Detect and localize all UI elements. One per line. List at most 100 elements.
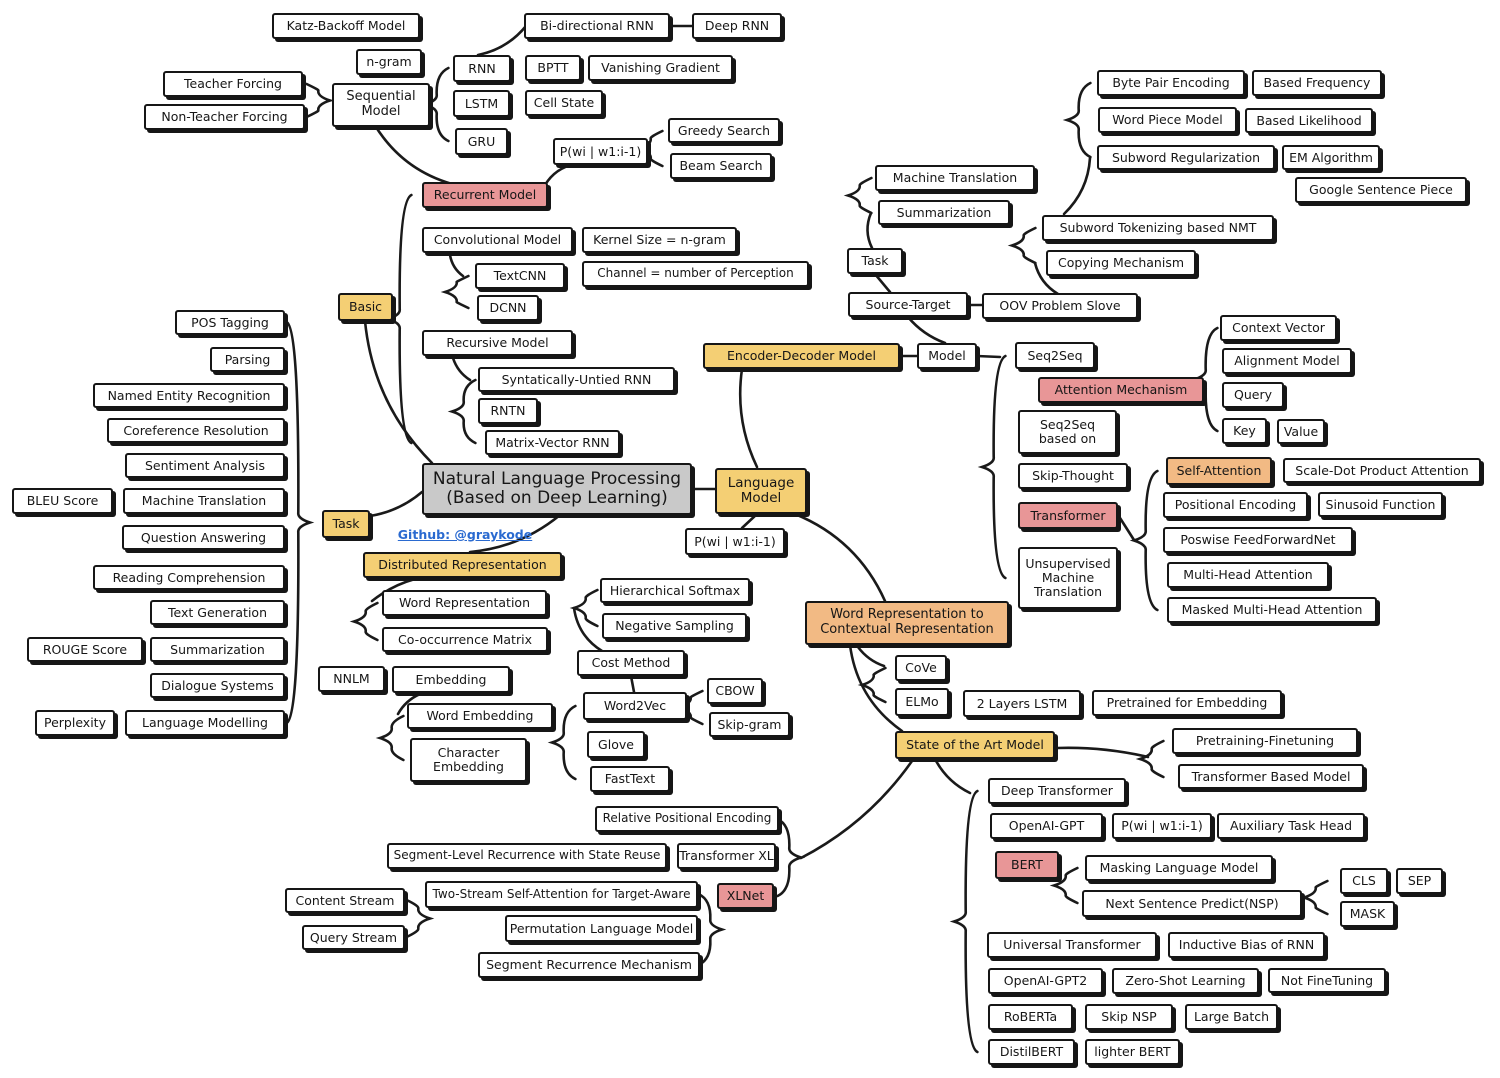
transformer-xl-node: Transformer XL xyxy=(677,843,776,869)
openai-gpt2-node: OpenAI-GPT2 xyxy=(988,968,1103,994)
co-occurrence-matrix-node: Co-occurrence Matrix xyxy=(382,627,548,652)
curve-connector xyxy=(451,356,472,382)
brace-connector xyxy=(697,892,727,967)
machine-translation-right-node: Machine Translation xyxy=(875,165,1035,191)
key-node: Key xyxy=(1222,418,1267,444)
recursive-model-node: Recursive Model xyxy=(422,330,573,356)
language-modelling-node: Language Modelling xyxy=(125,710,285,736)
p-wi-top-node: P(wi | w1:i-1) xyxy=(553,138,648,165)
lighter-bert-node: lighter BERT xyxy=(1085,1039,1180,1065)
curve-connector xyxy=(866,211,874,250)
channel-node: Channel = number of Perception xyxy=(582,261,809,287)
curve-connector xyxy=(975,354,1002,359)
query-node: Query xyxy=(1222,382,1284,408)
deep-rnn-node: Deep RNN xyxy=(692,13,782,39)
mask-node: MASK xyxy=(1340,901,1395,927)
next-sentence-predict-node: Next Sentence Predict(NSP) xyxy=(1082,890,1302,917)
transformer-based-model-node: Transformer Based Model xyxy=(1178,764,1364,789)
universal-transformer-node: Universal Transformer xyxy=(987,932,1157,958)
source-target-node: Source-Target xyxy=(848,292,968,317)
curve-connector xyxy=(873,272,892,294)
language-model-node: Language Model xyxy=(715,468,807,514)
task-left-node: Task xyxy=(322,510,370,538)
seq2seq-based-on-node: Seq2Seq based on xyxy=(1018,410,1117,454)
pretraining-finetuning-node: Pretraining-Finetuning xyxy=(1172,728,1358,754)
brace-connector xyxy=(1007,226,1037,265)
p-wi-gpt-node: P(wi | w1:i-1) xyxy=(1112,813,1212,839)
curve-connector xyxy=(476,24,528,57)
two-layers-lstm-node: 2 Layers LSTM xyxy=(963,690,1081,717)
cls-node: CLS xyxy=(1340,868,1388,894)
deep-transformer-node: Deep Transformer xyxy=(988,778,1126,804)
xlnet-node: XLNet xyxy=(717,883,774,909)
auxiliary-task-head-node: Auxiliary Task Head xyxy=(1217,813,1365,839)
named-entity-recognition-node: Named Entity Recognition xyxy=(93,383,285,408)
machine-translation-left-node: Machine Translation xyxy=(123,488,285,514)
syntatically-untied-rnn-node: Syntatically-Untied RNN xyxy=(478,367,675,392)
positional-encoding-node: Positional Encoding xyxy=(1163,492,1308,518)
brace-connector xyxy=(405,898,435,939)
segment-level-recurrence-node: Segment-Level Recurrence with State Reus… xyxy=(387,843,667,869)
encoder-decoder-model-node: Encoder-Decoder Model xyxy=(703,343,900,369)
curve-connector xyxy=(374,125,454,186)
subword-tokenizing-node: Subword Tokenizing based NMT xyxy=(1042,215,1274,241)
alignment-model-node: Alignment Model xyxy=(1222,348,1352,374)
cost-method-node: Cost Method xyxy=(577,650,685,676)
curve-connector xyxy=(368,490,424,518)
curve-connector xyxy=(363,319,434,465)
state-of-the-art-node: State of the Art Model xyxy=(895,731,1055,759)
brace-connector xyxy=(1049,866,1079,905)
inductive-bias-node: Inductive Bias of RNN xyxy=(1168,932,1325,958)
skip-thought-node: Skip-Thought xyxy=(1018,463,1128,489)
distilbert-node: DistilBERT xyxy=(988,1039,1075,1065)
seq2seq-node: Seq2Seq xyxy=(1015,342,1095,369)
brace-connector xyxy=(776,817,806,898)
rnn-node: RNN xyxy=(453,55,511,82)
bert-node: BERT xyxy=(995,851,1059,879)
two-stream-node: Two-Stream Self-Attention for Target-Awa… xyxy=(425,881,698,908)
brace-connector xyxy=(349,601,379,642)
attention-mechanism-node: Attention Mechanism xyxy=(1038,377,1204,403)
word-representation-node: Word Representation xyxy=(382,590,547,616)
nlp-root-node: Natural Language Processing (Based on De… xyxy=(422,463,692,515)
curve-connector xyxy=(906,315,947,345)
segment-recurrence-node: Segment Recurrence Mechanism xyxy=(478,952,700,978)
vanishing-gradient-node: Vanishing Gradient xyxy=(588,55,733,81)
brace-connector xyxy=(447,378,477,445)
sentiment-analysis-node: Sentiment Analysis xyxy=(125,453,285,478)
convolutional-model-node: Convolutional Model xyxy=(422,227,573,253)
bleu-score-node: BLEU Score xyxy=(12,488,113,514)
cove-node: CoVe xyxy=(895,655,947,681)
summarization-right-node: Summarization xyxy=(878,200,1010,225)
based-frequency-node: Based Frequency xyxy=(1252,70,1382,96)
distributed-representation-node: Distributed Representation xyxy=(363,552,562,578)
large-batch-node: Large Batch xyxy=(1185,1004,1278,1030)
github-link[interactable]: Github: @graykode xyxy=(397,527,533,542)
curve-connector xyxy=(1055,746,1150,759)
question-answering-node: Question Answering xyxy=(122,525,285,550)
relative-positional-encoding-node: Relative Positional Encoding xyxy=(595,806,779,832)
curve-connector xyxy=(1118,516,1136,542)
negative-sampling-node: Negative Sampling xyxy=(602,613,747,639)
elmo-node: ELMo xyxy=(895,688,949,716)
pos-tagging-node: POS Tagging xyxy=(175,310,285,335)
brace-connector xyxy=(569,588,599,628)
brace-connector xyxy=(305,82,335,119)
textcnn-node: TextCNN xyxy=(475,263,565,289)
word2vec-node: Word2Vec xyxy=(583,692,687,720)
dialogue-systems-node: Dialogue Systems xyxy=(150,673,285,698)
sinusoid-function-node: Sinusoid Function xyxy=(1318,492,1443,517)
scale-dot-product-attention-node: Scale-Dot Product Attention xyxy=(1283,458,1481,483)
brace-connector xyxy=(547,704,577,781)
fasttext-node: FastText xyxy=(590,766,670,792)
greedy-search-node: Greedy Search xyxy=(668,118,780,143)
rntn-node: RNTN xyxy=(478,398,538,424)
basic-node: Basic xyxy=(338,293,393,321)
curve-connector xyxy=(738,367,759,469)
curve-connector xyxy=(793,512,887,603)
curve-connector xyxy=(1033,261,1060,296)
word-embedding-node: Word Embedding xyxy=(407,703,553,729)
lstm-node: LSTM xyxy=(453,90,510,117)
skip-gram-node: Skip-gram xyxy=(709,712,790,737)
